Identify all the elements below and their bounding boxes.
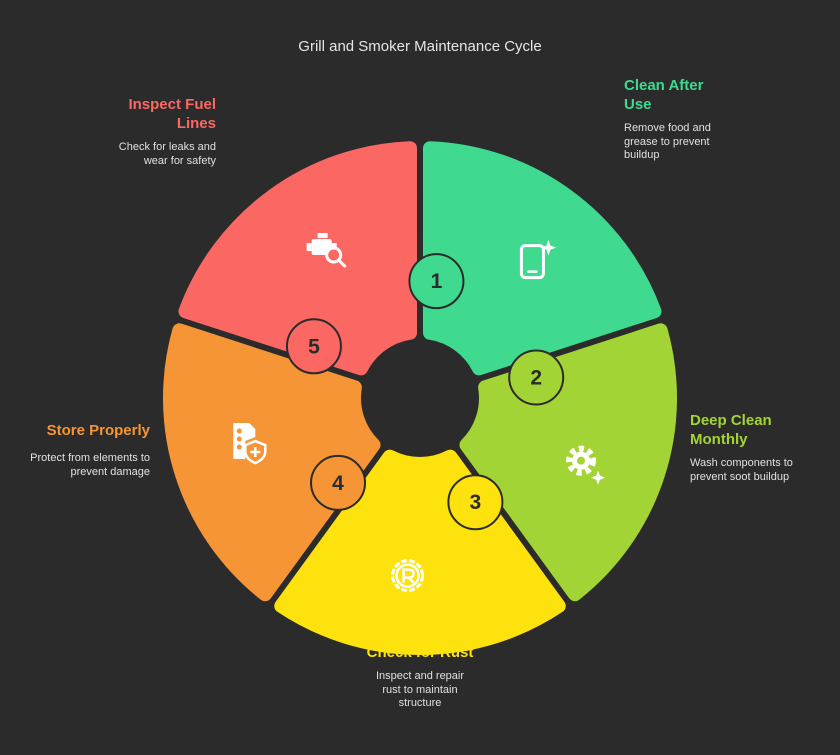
step-badge-4: [310, 454, 367, 511]
step-3-heading: Check for Rust: [366, 644, 474, 661]
segment-3: [274, 449, 566, 655]
segment-4: [163, 323, 381, 602]
step-number-1: 1: [431, 270, 443, 293]
badges-layer: 1 2 3 4 5: [285, 253, 565, 531]
step-4-description: Protect from elements to prevent damage: [30, 452, 150, 478]
step-1-description: Remove food and grease to prevent buildu…: [624, 122, 711, 161]
label-step-5: Inspect Fuel Lines Check for leaks and w…: [100, 95, 216, 168]
step-2-heading: Deep Clean Monthly: [690, 412, 772, 448]
step-badge-1: [408, 253, 465, 310]
step-badge-3: [447, 474, 504, 531]
step-1-heading: Clean After Use: [624, 77, 704, 113]
phone-sparkle-icon: [519, 239, 557, 280]
label-step-2: Deep Clean Monthly Wash components to pr…: [690, 411, 805, 484]
document-shield-icon: [233, 423, 267, 465]
step-number-3: 3: [470, 491, 482, 514]
segments-layer: [163, 141, 677, 655]
icons-layer: [233, 233, 606, 593]
label-step-4: Store Properly Protect from elements to …: [30, 421, 150, 479]
registered-badge-icon: [391, 559, 425, 593]
step-badge-2: [508, 349, 565, 406]
segment-5: [178, 141, 418, 376]
step-2-description: Wash components to prevent soot buildup: [690, 457, 793, 483]
diagram-title: Grill and Smoker Maintenance Cycle: [298, 38, 542, 55]
step-number-4: 4: [332, 472, 344, 495]
step-number-2: 2: [530, 367, 542, 390]
step-5-heading: Inspect Fuel Lines: [128, 96, 216, 132]
step-4-heading: Store Properly: [46, 422, 150, 439]
step-number-5: 5: [308, 335, 320, 358]
label-step-1: Clean After Use Remove food and grease t…: [624, 76, 734, 163]
step-3-description: Inspect and repair rust to maintain stru…: [375, 670, 465, 709]
step-5-description: Check for leaks and wear for safety: [118, 141, 216, 167]
step-badge-5: [285, 318, 342, 375]
label-step-3: Check for Rust Inspect and repair rust t…: [345, 643, 495, 711]
gear-sparkle-icon: [566, 445, 606, 485]
engine-search-icon: [306, 233, 347, 268]
